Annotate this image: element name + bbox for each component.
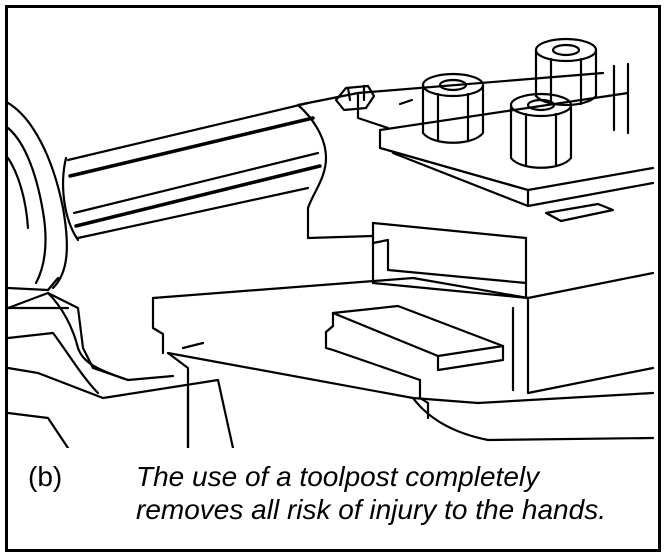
carriage-saddle	[166, 351, 655, 448]
chuck-body	[8, 101, 70, 310]
caption-label: (b)	[28, 461, 63, 492]
workpiece-bar	[62, 101, 322, 242]
toolpost-clamp	[296, 71, 605, 240]
tool-top-plate	[378, 91, 655, 208]
figure-frame: (b) The use of a toolpost completely rem…	[5, 5, 661, 552]
hex-nut-front	[509, 92, 573, 169]
lathe-toolpost-illustration	[8, 37, 655, 448]
dovetail-slide	[324, 304, 505, 405]
caption-line-2: removes all risk of injury to the hands.	[136, 494, 606, 525]
caption-line-1: The use of a toolpost completely	[136, 461, 540, 492]
hex-nut-right	[534, 37, 598, 106]
compound-slide	[371, 221, 655, 300]
tool-bit	[544, 202, 615, 223]
lathe-bed	[8, 291, 235, 448]
hex-nut-edge	[612, 62, 630, 135]
caption-text: The use of a toolpost completely removes…	[136, 460, 656, 526]
cross-slide	[151, 276, 655, 395]
hex-nut-left	[421, 72, 485, 144]
figure-caption: (b) The use of a toolpost completely rem…	[28, 456, 648, 546]
